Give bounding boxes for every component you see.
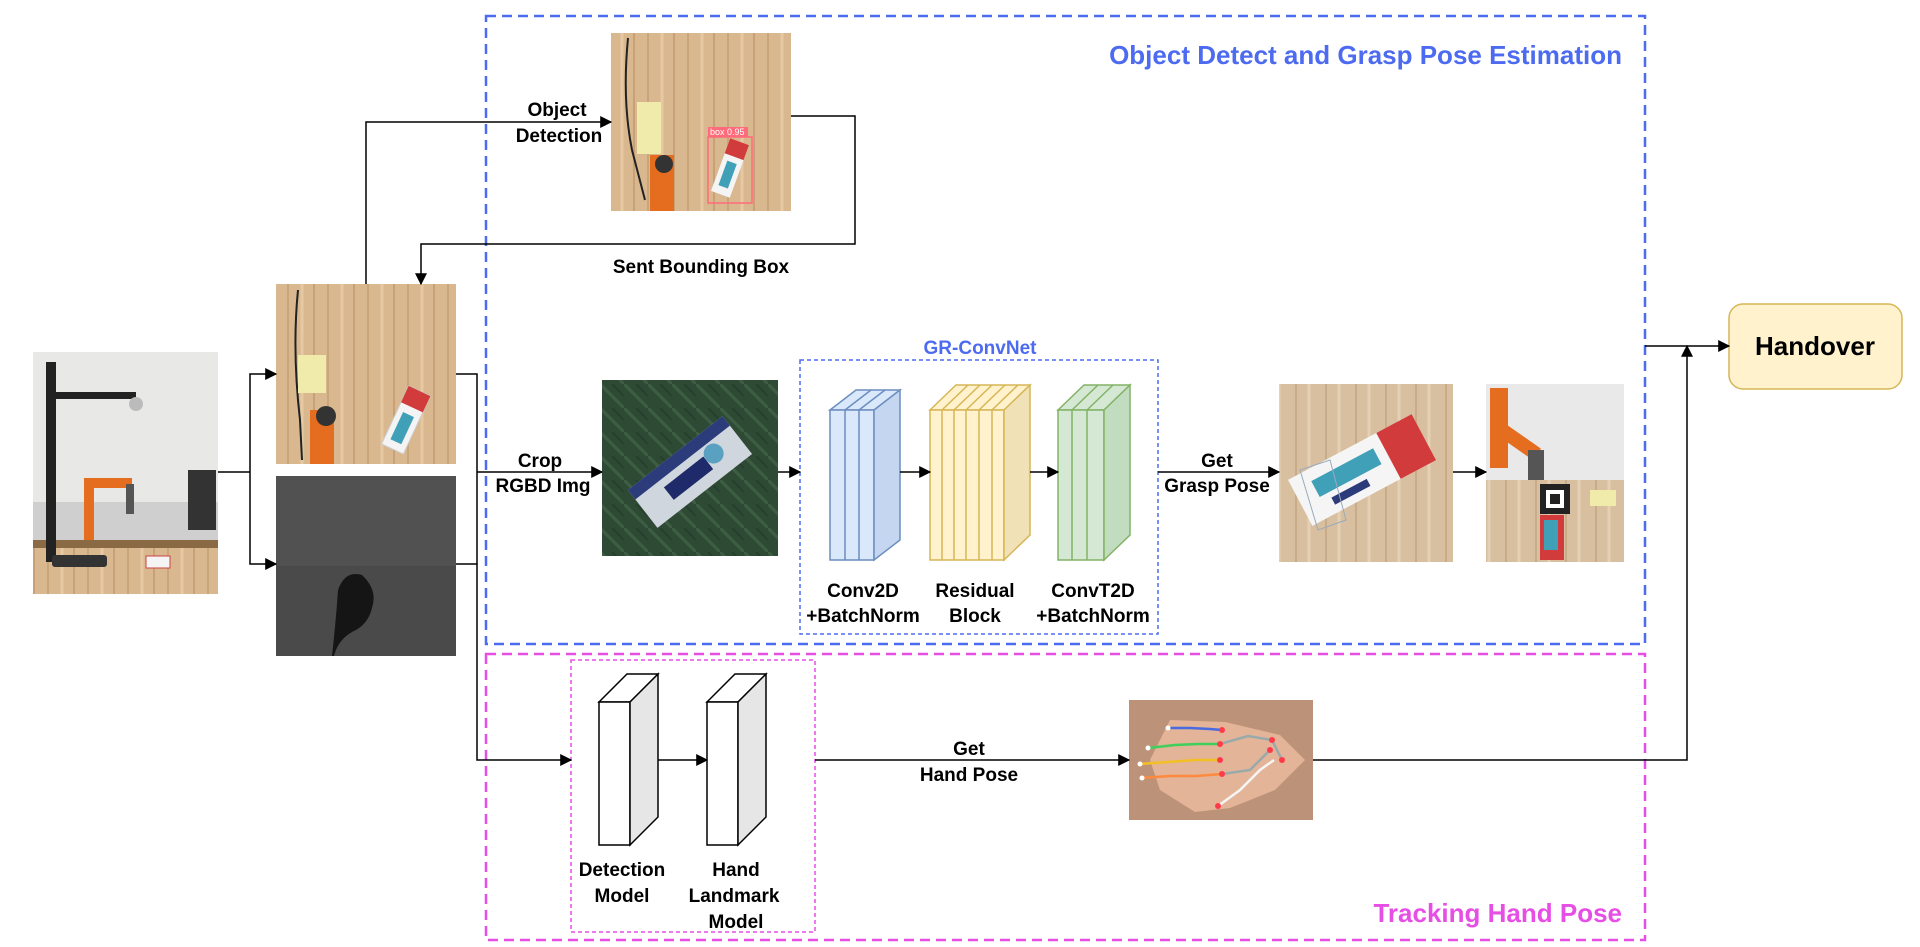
- get-hand-label-line1: Get: [953, 739, 985, 760]
- tracking-title: Tracking Hand Pose: [1373, 898, 1622, 928]
- landmark-model-label-line3: Model: [709, 912, 764, 933]
- crop-label-line1: Crop: [518, 451, 562, 472]
- convt2d-block: [1056, 383, 1132, 562]
- hand-landmark-model-block: [705, 672, 768, 847]
- residual-label-line2: Block: [949, 606, 1001, 627]
- grasp-pose-image: [1279, 384, 1453, 562]
- object-detection-label-line1: Object: [527, 100, 587, 121]
- detection-image: box 0.95: [611, 33, 791, 211]
- conv2d-label-line1: Conv2D: [827, 581, 899, 602]
- conv2d-label-line2: +BatchNorm: [806, 606, 920, 627]
- get-grasp-label-line2: Grasp Pose: [1164, 476, 1270, 497]
- get-grasp-label-line1: Get: [1201, 451, 1233, 472]
- rgb-image: [276, 284, 456, 464]
- landmark-model-label-line1: Hand: [712, 860, 760, 881]
- robot-arm-photo: [33, 352, 218, 594]
- grconvnet-frame: [799, 359, 1159, 635]
- handover-photo: [1486, 384, 1624, 562]
- grconvnet-title: GR-ConvNet: [924, 338, 1038, 359]
- detection-model-label-line1: Detection: [579, 860, 666, 881]
- handover-label: Handover: [1755, 331, 1875, 361]
- bbox-label: box 0.95: [710, 127, 745, 137]
- tracking-section-frame: [484, 652, 1647, 942]
- crop-label-line2: RGBD Img: [496, 476, 591, 497]
- convt2d-label-line1: ConvT2D: [1051, 581, 1134, 602]
- conv2d-block: [827, 388, 903, 562]
- landmark-model-label-line2: Landmark: [689, 886, 780, 907]
- cropped-rgbd-image: [602, 380, 778, 556]
- residual-block: [928, 383, 1032, 562]
- convt2d-label-line2: +BatchNorm: [1036, 606, 1150, 627]
- hand-models-frame: [570, 659, 816, 933]
- detection-model-label-line2: Model: [595, 886, 650, 907]
- hand-landmark-image: [1129, 700, 1313, 820]
- sent-bounding-box-label: Sent Bounding Box: [613, 257, 790, 278]
- detection-model-block: [597, 672, 660, 847]
- object-detect-section-frame: [484, 14, 1647, 646]
- connectors: [218, 115, 1731, 766]
- get-hand-label-line2: Hand Pose: [920, 765, 1018, 786]
- object-detection-label-line2: Detection: [516, 126, 603, 147]
- residual-label-line1: Residual: [935, 581, 1014, 602]
- object-detect-title: Object Detect and Grasp Pose Estimation: [1109, 40, 1622, 70]
- depth-image: [276, 476, 456, 656]
